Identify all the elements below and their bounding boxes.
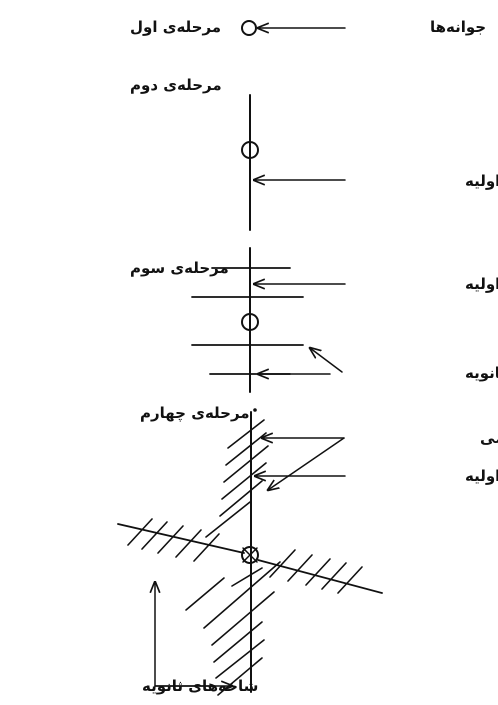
buds-label: جوانه‌ها [430, 18, 486, 36]
stage-3-primary-label: شاخه‌ی اولیه [465, 275, 498, 293]
tertiary-hatch-left-arm [127, 518, 220, 562]
stage-4-primary-label: شاخه‌ی اولیه [465, 467, 498, 485]
stage-4: مرحله‌ی چهارم [117, 404, 498, 696]
stage-3-secondary-label: شاخه‌ی ثانویه [465, 364, 498, 382]
stage-4-center-bud [241, 546, 259, 564]
tertiary-label: شاخه‌های سومی [480, 429, 498, 447]
stage-4-top-dot [253, 408, 257, 412]
stage-3-secondary-arrow-a [310, 348, 343, 373]
stage-4-title: مرحله‌ی چهارم [140, 404, 250, 423]
bud-circle [241, 20, 257, 36]
stage-4-secondary-label: شاخه‌های ثانویه [142, 677, 258, 695]
stage-2-primary-label: شاخه‌ی اولیه [465, 172, 498, 190]
stage-2-title: مرحله‌ی دوم [130, 76, 222, 94]
stage-3-bud-circle [241, 313, 259, 331]
tertiary-hatch-right-arm [269, 549, 363, 594]
stage-4-right-arm [257, 559, 383, 594]
stage-4-left-arm [117, 523, 245, 554]
stage-3: مرحله‌ی سوم شاخه‌ی اولیه شاخه‌ی ثانویه [130, 247, 498, 393]
tertiary-hatch-top [205, 419, 269, 538]
tertiary-arrow-b [268, 437, 345, 490]
stage-1-title: مرحله‌ی اول [130, 18, 221, 36]
tertiary-hatch-bottom [185, 561, 281, 696]
stage-2-bud-circle [241, 141, 259, 159]
stage-1: مرحله‌ی اول جوانه‌ها [130, 18, 486, 36]
secondary-bracket-arrow-up [155, 582, 216, 687]
stage-2: مرحله‌ی دوم شاخه‌ی اولیه [130, 76, 498, 231]
stage-3-title: مرحله‌ی سوم [130, 259, 229, 277]
